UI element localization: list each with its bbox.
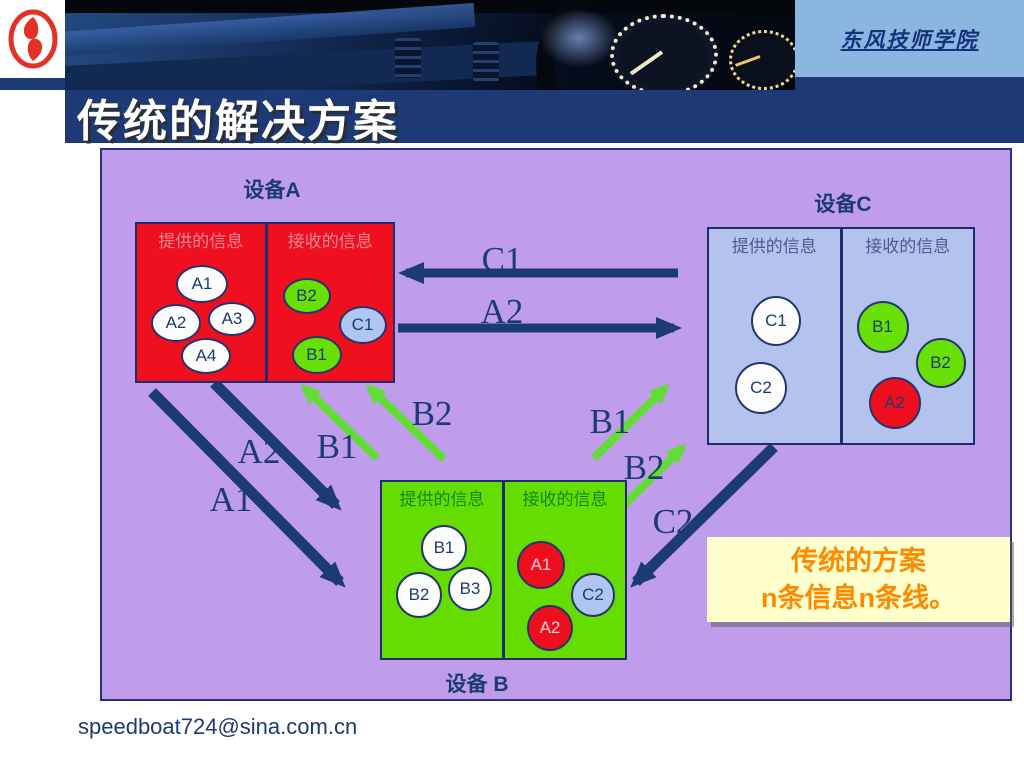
device-c-received-header: 接收的信息 [865,237,951,256]
device-b-box: 提供的信息 B1 B2 B3 接收的信息 A1 C2 A2 [380,480,627,660]
speedometer-icon [610,14,718,90]
header-left-strip [0,78,65,90]
device-a-provided-col: 提供的信息 A1 A2 A3 A4 [137,224,265,381]
author-email: speedboat724@sina.com.cn [78,714,358,739]
arrow-label-c2: C2 [652,502,694,541]
device-c-provided-header: 提供的信息 [731,237,817,256]
air-vent-icon [473,42,499,82]
dashboard-photo [65,0,795,90]
header-right-strip [795,77,1024,90]
tachometer-icon [729,30,795,90]
arrow-label-b1-right: B1 [589,402,631,441]
msg-circle-b1: B1 [856,301,909,353]
arrow-label-a2-horizontal: A2 [480,292,524,331]
msg-circle-b2: B2 [396,572,442,618]
device-a-provided-header: 提供的信息 [158,232,244,251]
device-b-received-col: 接收的信息 A1 C2 A2 [502,482,625,658]
msg-circle-a3: A3 [208,302,256,336]
note-line-2: n条信息n条线。 [761,582,956,613]
note-line-1: 传统的方案 [791,546,926,577]
msg-circle-a2: A2 [151,304,201,342]
arrow-label-b2-left: B2 [411,394,453,433]
arrow-label-a1-diagonal: A1 [209,480,253,519]
device-b-provided-col: 提供的信息 B1 B2 B3 [382,482,502,658]
device-c-provided-col: 提供的信息 C1 C2 [709,229,840,443]
msg-circle-c1: C1 [338,306,387,344]
arrow-label-a2-diagonal: A2 [237,432,281,471]
diagram-area: 设备A 提供的信息 A1 A2 A3 A4 接收的信息 B2 C1 B1 设备C… [100,148,1012,701]
arrow-label-c1: C1 [481,240,523,279]
title-band: 传统的解决方案 [65,90,1024,146]
msg-circle-b1: B1 [291,336,342,374]
msg-circle-a2: A2 [868,377,921,429]
driver-hand [539,8,619,68]
msg-circle-b3: B3 [448,567,492,611]
device-a-box: 提供的信息 A1 A2 A3 A4 接收的信息 B2 C1 B1 [135,222,395,383]
device-c-name: 设备C [814,193,872,216]
school-banner: 东风技师学院 [795,0,1024,77]
msg-circle-a2: A2 [527,605,573,651]
msg-circle-a1: A1 [517,541,565,589]
air-vent-icon [395,38,421,78]
device-b-name: 设备 B [445,673,509,696]
page-title: 传统的解决方案 [77,96,399,146]
msg-circle-c2: C2 [571,573,615,617]
device-c-box: 提供的信息 C1 C2 接收的信息 B1 B2 A2 [707,227,975,445]
msg-circle-b2: B2 [282,278,331,314]
device-c-received-col: 接收的信息 B1 B2 A2 [839,229,974,443]
device-a-name: 设备A [243,179,301,202]
logo-area [0,0,65,78]
device-a-received-header: 接收的信息 [287,232,373,251]
device-a-received-col: 接收的信息 B2 C1 B1 [264,224,394,381]
device-b-provided-header: 提供的信息 [399,490,485,509]
msg-circle-c2: C2 [735,362,787,414]
msg-circle-a1: A1 [176,265,228,303]
dongfeng-logo-icon [8,9,57,69]
msg-circle-a4: A4 [181,338,231,374]
msg-circle-b2: B2 [915,338,966,388]
msg-circle-b1: B1 [421,525,467,571]
arrow-label-b1-left: B1 [316,427,358,466]
device-b-received-header: 接收的信息 [522,490,608,509]
msg-circle-c1: C1 [751,296,801,346]
school-name: 东风技师学院 [840,26,979,52]
conclusion-note: 传统的方案 n条信息n条线。 [707,537,1010,622]
